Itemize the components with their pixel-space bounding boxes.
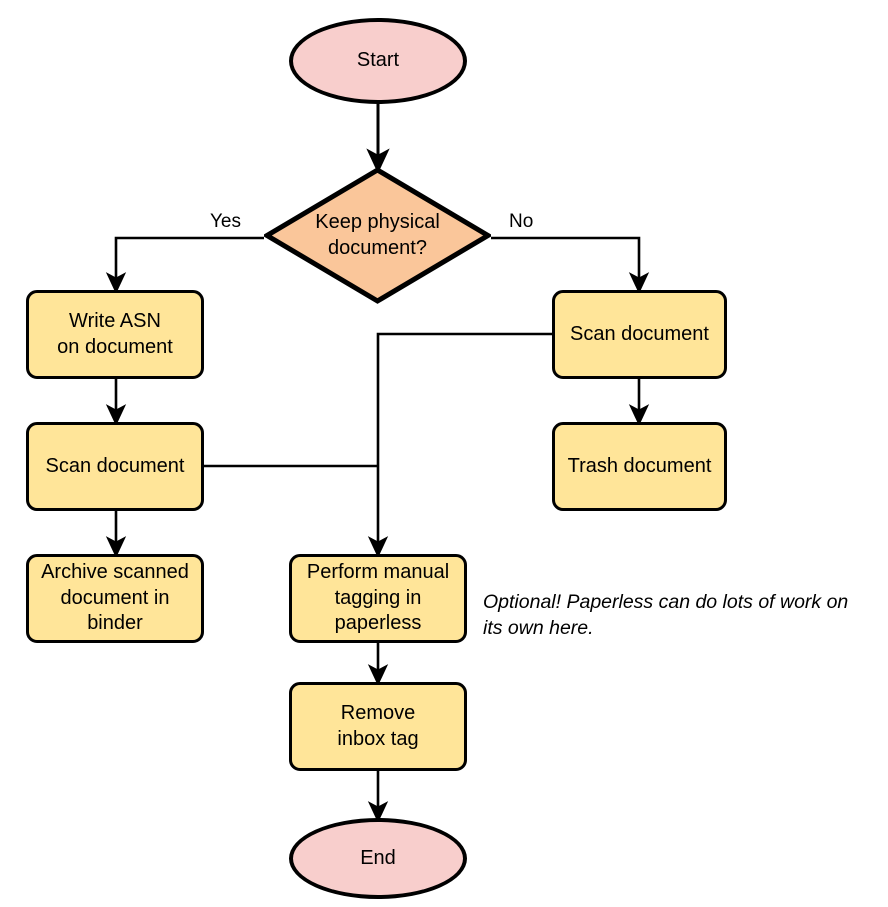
node-start[interactable]: Start (289, 18, 467, 104)
node-end-label: End (360, 846, 396, 869)
edge-decision-yes-to-write-asn (105, 236, 264, 294)
node-scan-document-left-label: Scan document (45, 454, 185, 477)
node-tagging-label: Perform manual tagging in paperless (306, 561, 450, 635)
node-remove-inbox-tag-label: Remove inbox tag (337, 701, 419, 750)
node-archive-label: Archive scanned document in binder (41, 561, 189, 635)
node-trash-document[interactable]: Trash document (552, 422, 727, 511)
node-perform-manual-tagging[interactable]: Perform manual tagging in paperless (289, 554, 467, 643)
node-start-label: Start (356, 49, 400, 72)
edge-label-yes: Yes (210, 211, 241, 232)
node-scan-document-left[interactable]: Scan document (26, 422, 204, 511)
edge-scan-right-to-tagging (367, 332, 552, 558)
node-remove-inbox-tag[interactable]: Remove inbox tag (289, 682, 467, 771)
node-trash-document-label: Trash document (567, 454, 712, 477)
edge-decision-no-to-scan-right (491, 236, 650, 294)
node-scan-document-right-label: Scan document (570, 322, 709, 345)
decision-diamond-shape (264, 167, 491, 304)
annotation-optional-note: Optional! Paperless can do lots of work … (483, 591, 849, 640)
node-write-asn-label: Write ASN on document (57, 309, 173, 358)
node-end[interactable]: End (289, 818, 467, 899)
node-scan-document-right[interactable]: Scan document (552, 290, 727, 379)
node-decision-keep-physical-document[interactable]: Keep physical document? (264, 167, 491, 304)
node-archive-scanned-document[interactable]: Archive scanned document in binder (26, 554, 204, 643)
node-write-asn-on-document[interactable]: Write ASN on document (26, 290, 204, 379)
edge-label-no: No (509, 211, 534, 232)
node-decision-label: Keep physical document? (315, 210, 440, 259)
